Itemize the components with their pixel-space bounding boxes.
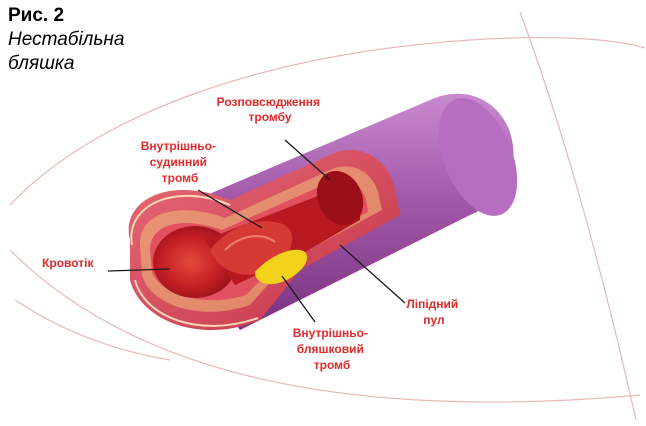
figure-title-line-2: бляшка (8, 52, 208, 76)
figure-title-line-1: Нестабільна (8, 28, 208, 52)
label-intravascular-thrombus: Внутрішньо- судинний тромб (141, 139, 220, 185)
figure-number: Рис. 2 (8, 4, 64, 28)
label-lipid-core: Ліпідний пул (406, 297, 461, 327)
figure-title: Нестабільна бляшка (8, 28, 208, 76)
label-intraplaque-thrombus: Внутрішньо- бляшковий тромб (293, 326, 372, 372)
label-blood-flow: Кровотік (42, 256, 94, 270)
label-rupture: Розповсюдження тромбу (217, 95, 324, 124)
